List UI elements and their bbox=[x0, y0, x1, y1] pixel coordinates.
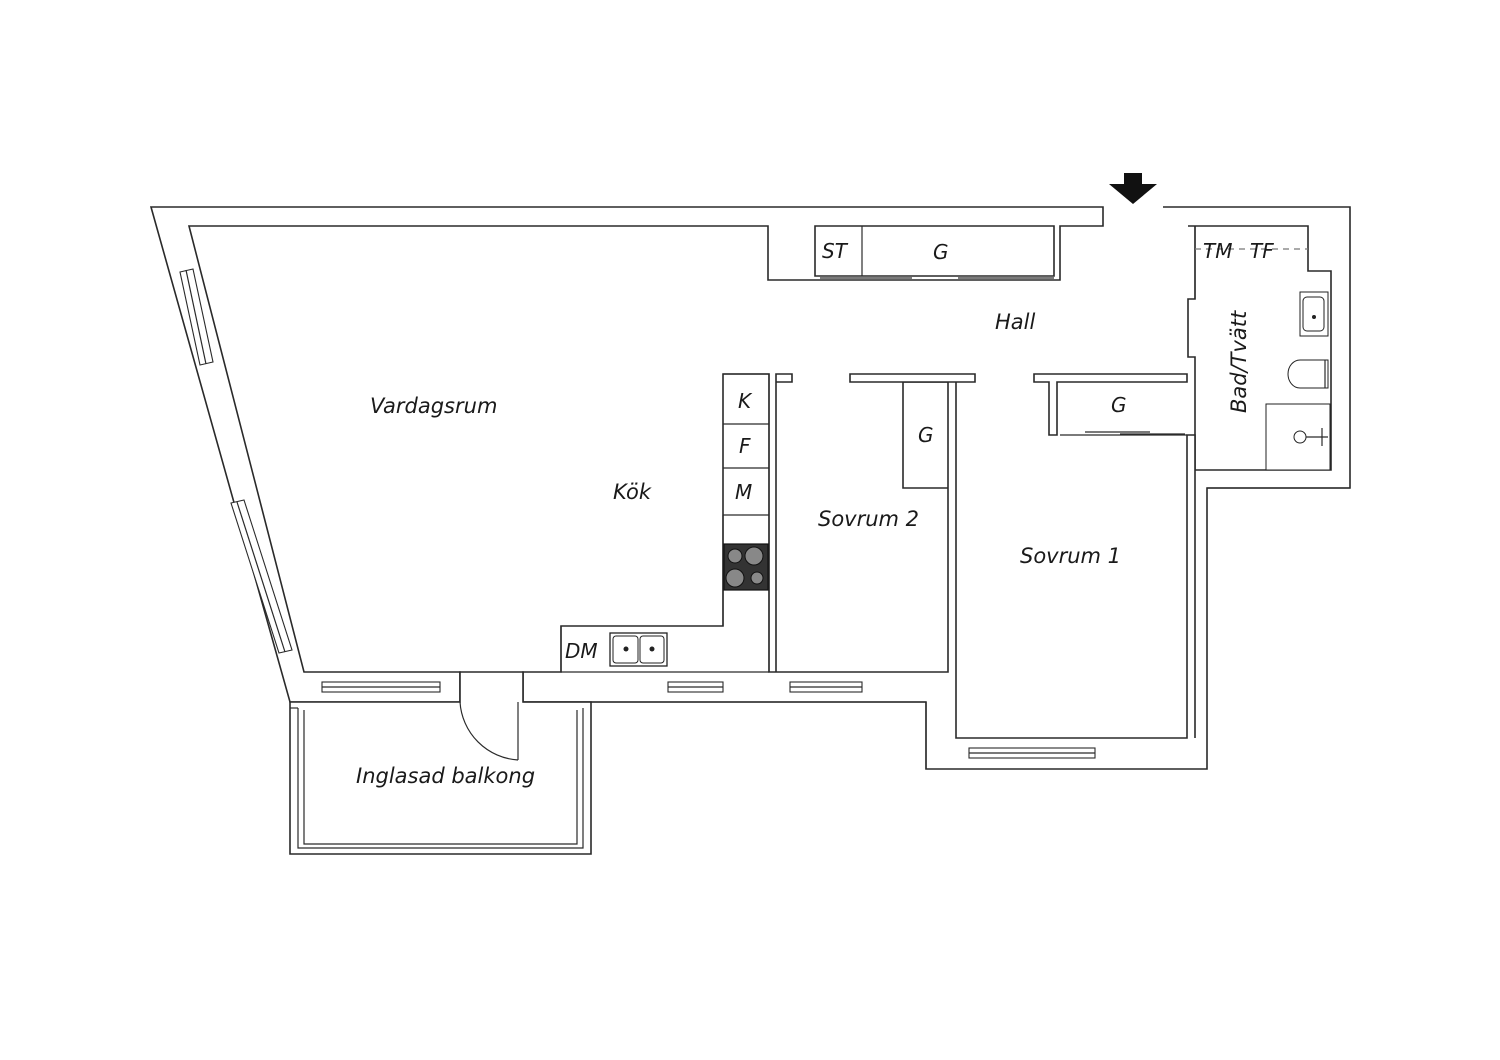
room-labels: Vardagsrum Kök Hall Sovrum 2 Sovrum 1 In… bbox=[356, 310, 1251, 788]
label-st: ST bbox=[822, 239, 849, 263]
label-k: K bbox=[738, 389, 753, 413]
fixture-labels: ST G TM TF G G K F M DM bbox=[565, 239, 1274, 663]
label-dm: DM bbox=[565, 639, 598, 663]
label-m: M bbox=[735, 480, 752, 504]
label-inglasad-balkong: Inglasad balkong bbox=[356, 764, 535, 788]
doors bbox=[459, 277, 1185, 761]
walls bbox=[149, 206, 1351, 855]
label-g-sovrum-1: G bbox=[1111, 393, 1127, 417]
windows bbox=[179, 268, 1096, 759]
toilet-icon bbox=[1287, 359, 1329, 389]
label-vardagsrum: Vardagsrum bbox=[370, 394, 497, 418]
label-tm: TM bbox=[1203, 239, 1232, 263]
washbasin-icon bbox=[1299, 291, 1329, 337]
label-g-sovrum-2: G bbox=[918, 423, 934, 447]
label-bad-tvatt: Bad/Tvätt bbox=[1227, 310, 1251, 413]
label-f: F bbox=[739, 434, 751, 458]
sink-icon bbox=[609, 632, 668, 667]
shower-icon bbox=[1265, 403, 1331, 471]
stove-icon bbox=[723, 543, 769, 591]
label-g-hall: G bbox=[933, 240, 949, 264]
label-tf: TF bbox=[1250, 239, 1274, 263]
label-sovrum-2: Sovrum 2 bbox=[818, 507, 919, 531]
label-sovrum-1: Sovrum 1 bbox=[1020, 544, 1121, 568]
arrow-down-icon bbox=[1109, 173, 1157, 204]
label-kok: Kök bbox=[613, 480, 652, 504]
label-hall: Hall bbox=[995, 310, 1035, 334]
